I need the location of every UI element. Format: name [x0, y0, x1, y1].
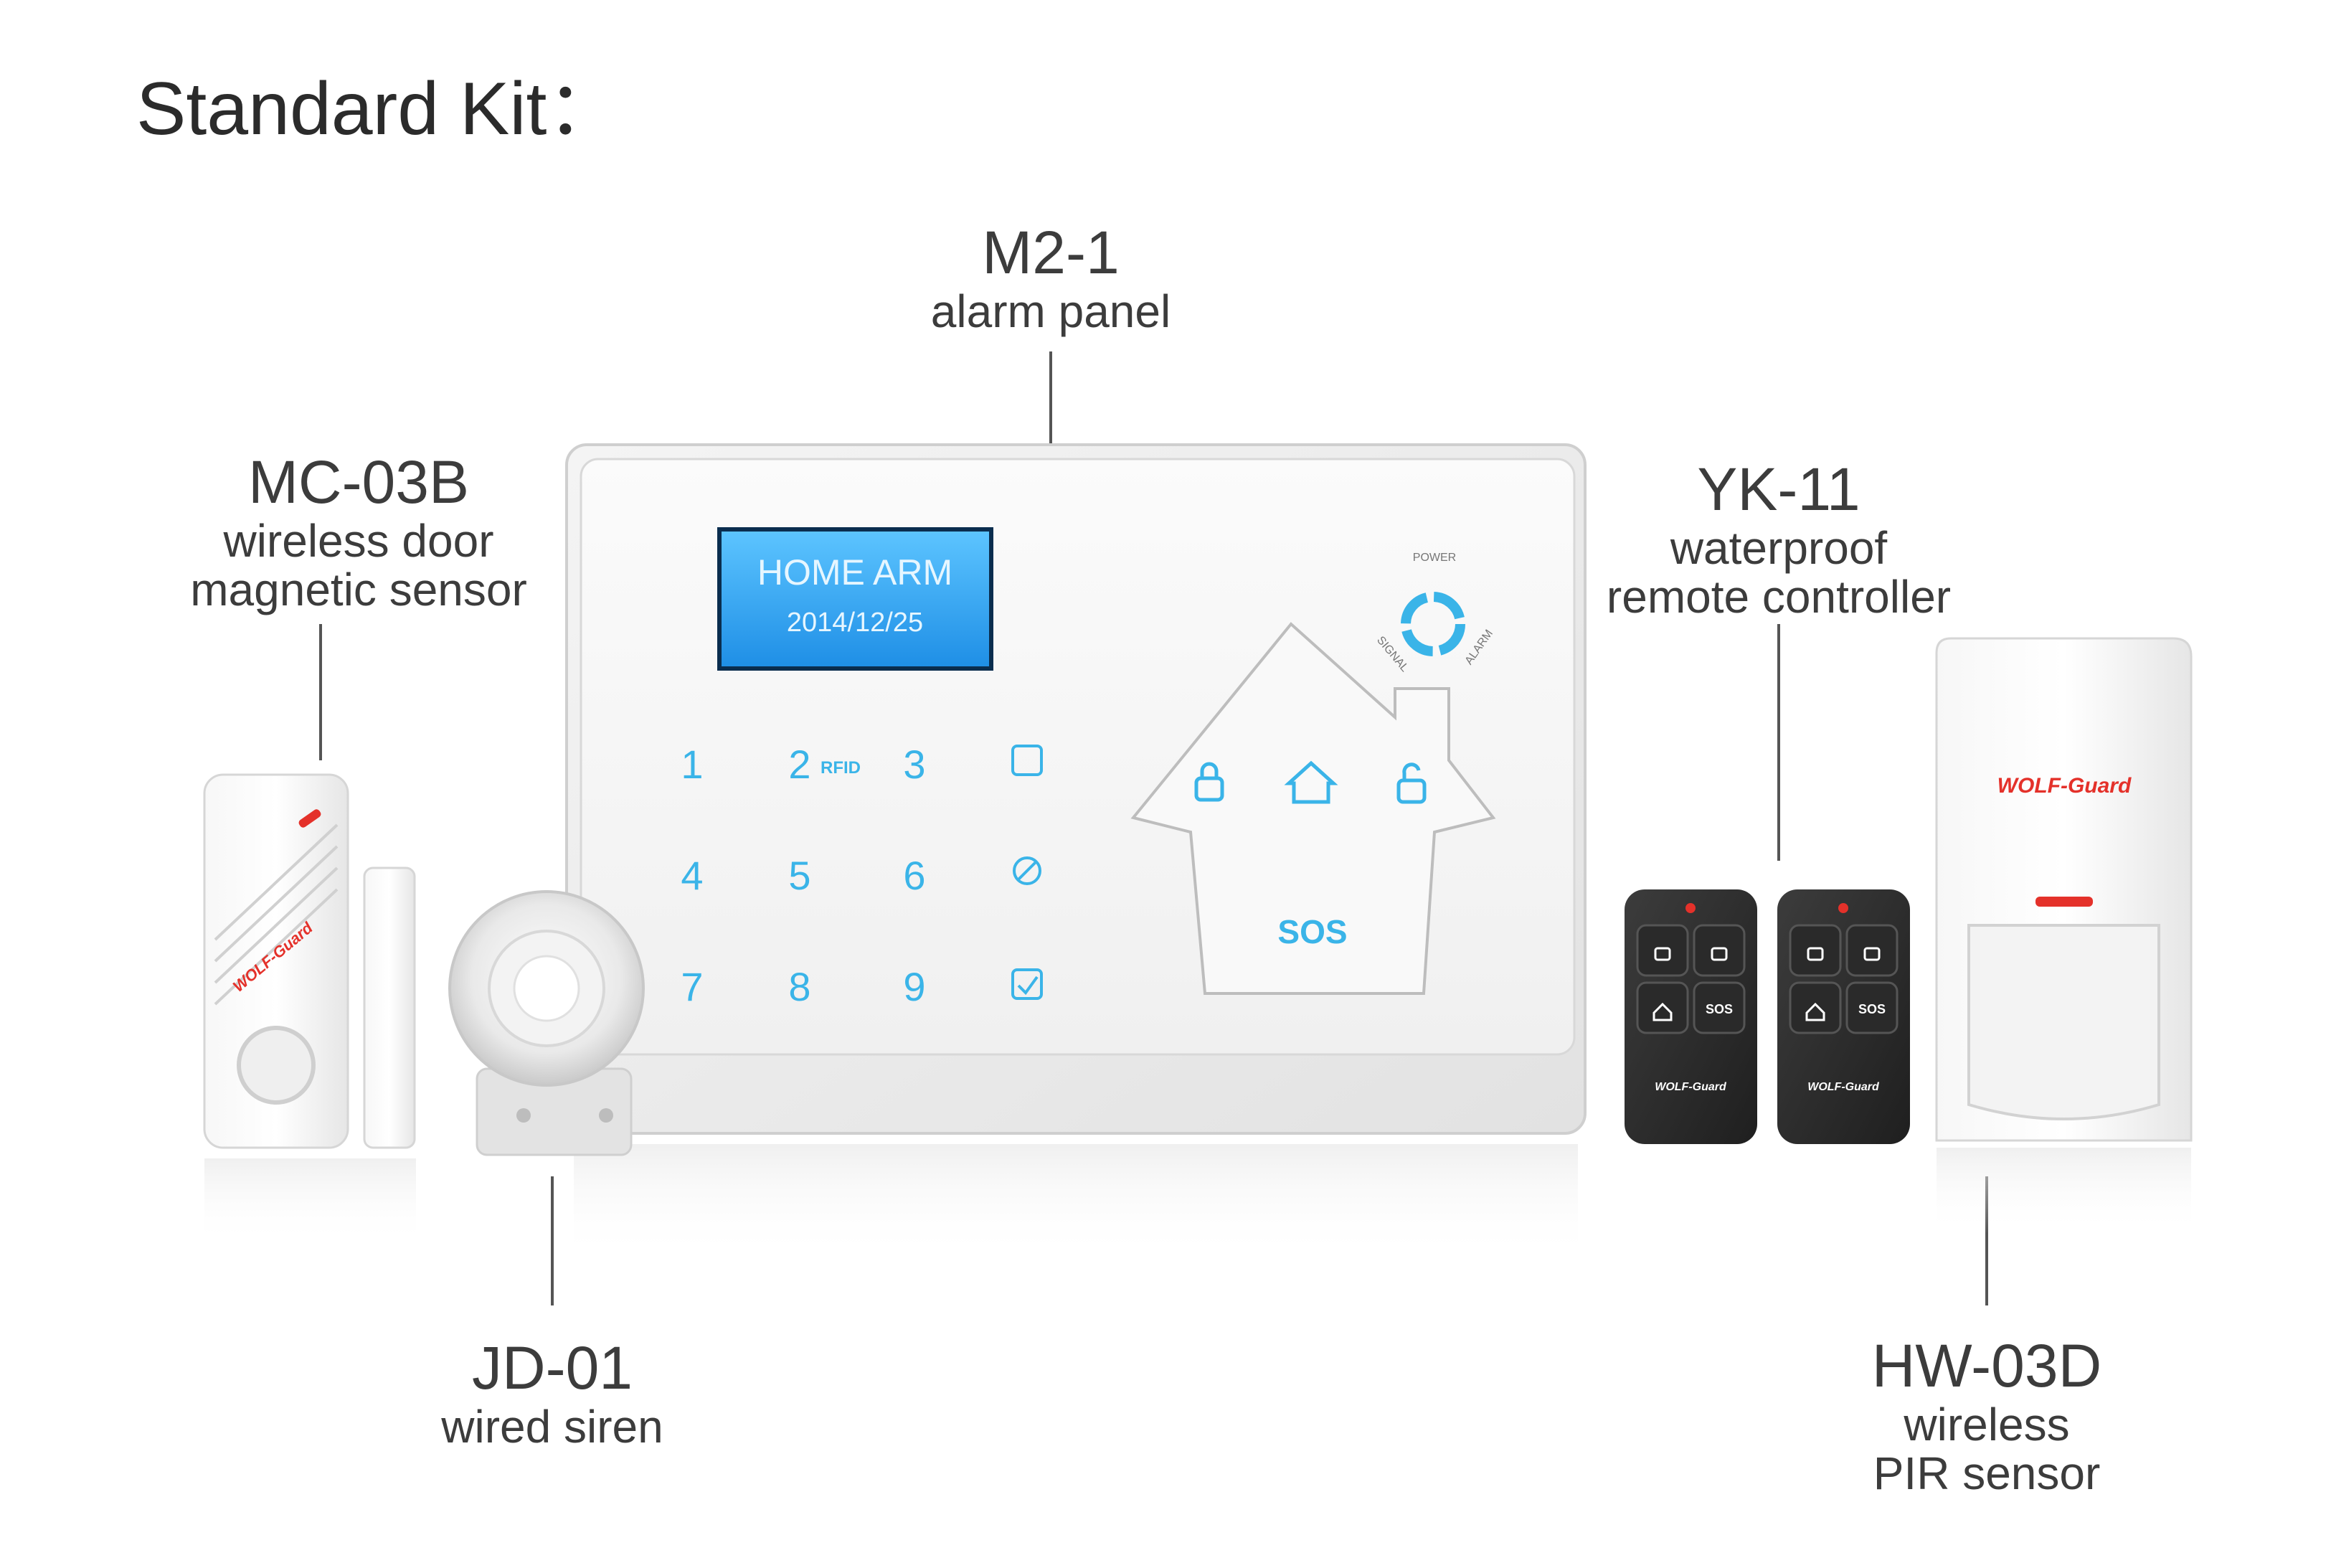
label-yk-11: YK-11 waterproof remote controller [1564, 459, 1994, 621]
model-description: alarm panel [930, 285, 1171, 337]
settings-icon[interactable] [1011, 745, 1043, 776]
pir-lens [1967, 924, 2160, 1120]
label-hw-03d: HW-03D wireless PIR sensor [1772, 1336, 2202, 1498]
keypad-key-4[interactable]: 4 [681, 853, 703, 898]
model-description: wired siren [441, 1401, 663, 1453]
remote-left: SOS WOLF-Guard [1625, 889, 1757, 1144]
label-mc-03b: MC-03B wireless door magnetic sensor [143, 452, 574, 614]
keypad-key-8[interactable]: 8 [788, 964, 810, 1009]
door-sensor: WOLF-Guard [203, 773, 416, 1245]
house-outline [1130, 622, 1496, 995]
model-description: PIR sensor [1873, 1447, 2101, 1499]
model-description: wireless door [223, 515, 494, 567]
model-name: JD-01 [471, 1334, 633, 1402]
keypad-key-1[interactable]: 1 [681, 742, 703, 787]
keypad-key-5[interactable]: 5 [788, 853, 810, 898]
lcd-line-2: 2014/12/25 [787, 608, 923, 638]
keypad-key-7[interactable]: 7 [681, 964, 703, 1009]
lcd-screen: HOME ARM 2014/12/25 [717, 527, 993, 671]
label-m2-1: M2-1 alarm panel [836, 222, 1266, 336]
remote-brand: WOLF-Guard [1655, 1081, 1727, 1093]
model-description: remote controller [1606, 571, 1952, 623]
model-name: MC-03B [247, 448, 470, 516]
remote-brand: WOLF-Guard [1807, 1081, 1880, 1093]
unlock-icon[interactable] [1396, 762, 1427, 804]
brand-logo: WOLF-Guard [1997, 774, 2132, 798]
home-icon[interactable] [1284, 760, 1338, 804]
sos-button[interactable]: SOS [1277, 913, 1347, 950]
wired-siren [448, 890, 645, 1156]
leader-line-mc-03b [319, 624, 322, 760]
pir-sensor: WOLF-Guard [1935, 637, 2193, 1234]
leader-line-yk-11 [1777, 624, 1780, 861]
leader-line-m2-1 [1049, 351, 1052, 445]
alarm-panel: HOME ARM 2014/12/25 1 2 RFID 3 4 5 6 7 8… [565, 443, 1587, 1259]
lcd-line-1: HOME ARM [757, 552, 952, 592]
remote-sos-label: SOS [1858, 1002, 1886, 1016]
magnet-part [363, 866, 416, 1149]
leader-line-jd-01 [551, 1176, 554, 1305]
remote-right: SOS WOLF-Guard [1777, 889, 1910, 1144]
model-name: M2-1 [982, 219, 1120, 286]
model-description: waterproof [1670, 522, 1888, 574]
confirm-icon[interactable] [1011, 968, 1043, 1000]
model-name: YK-11 [1697, 455, 1860, 523]
model-description: magnetic sensor [190, 564, 527, 615]
lock-icon[interactable] [1194, 762, 1224, 802]
remote-controllers: SOS WOLF-Guard SOS WOLF-Guard [1625, 889, 1910, 1144]
rfid-label: RFID [821, 758, 861, 778]
power-label: POWER [1413, 552, 1456, 564]
keypad-key-9[interactable]: 9 [903, 964, 925, 1009]
status-led [2036, 897, 2093, 907]
model-description: wireless [1904, 1399, 2070, 1450]
leader-line-hw-03d [1985, 1176, 1988, 1305]
page-title: Standard Kit： [136, 67, 622, 151]
clear-icon[interactable] [1013, 856, 1041, 885]
keypad-key-6[interactable]: 6 [903, 853, 925, 898]
model-name: HW-03D [1871, 1332, 2102, 1399]
keypad-key-3[interactable]: 3 [903, 742, 925, 787]
remote-sos-label: SOS [1706, 1002, 1733, 1016]
sensor-button [237, 1026, 316, 1105]
label-jd-01: JD-01 wired siren [337, 1338, 767, 1451]
keypad-key-2[interactable]: 2 [788, 742, 810, 787]
